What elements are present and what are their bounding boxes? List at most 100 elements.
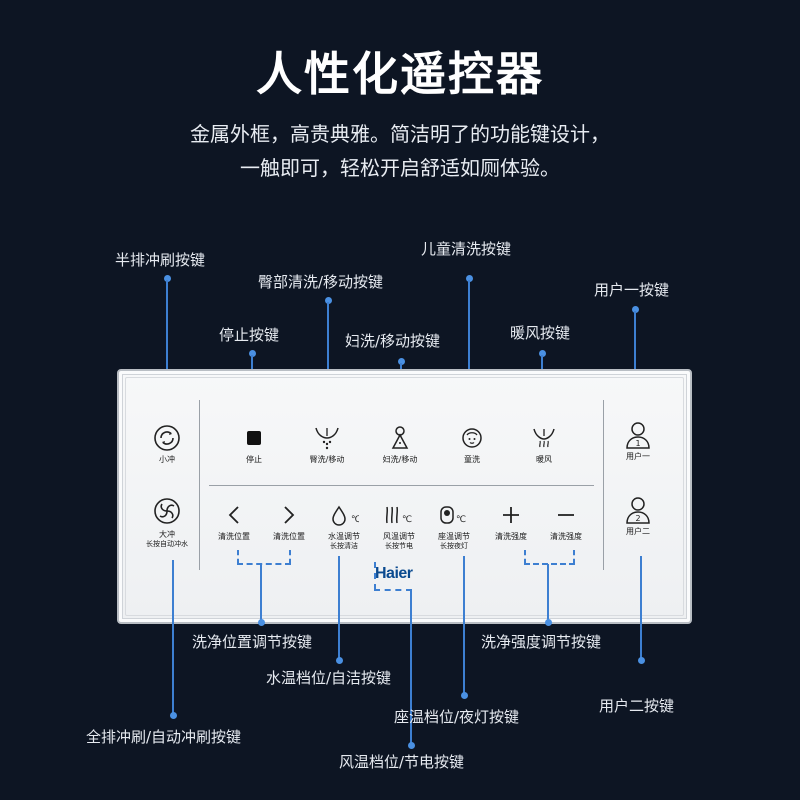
callout-line: [640, 556, 642, 660]
callout-women-wash: 妇洗/移动按键: [345, 332, 441, 350]
strength-up-label: 清洗强度: [495, 532, 527, 541]
callout-line: [166, 280, 168, 398]
chevron-right-icon: [284, 506, 295, 524]
seat-temp-label: 座温调节: [438, 532, 470, 541]
rear-wash-button[interactable]: 臀洗/移动: [297, 425, 357, 465]
seat-temp-sublabel: 长按夜灯: [440, 542, 468, 550]
page-title: 人性化遥控器: [256, 47, 544, 101]
callout-line: [547, 564, 549, 622]
strength-up-button[interactable]: 清洗强度: [481, 502, 541, 542]
big-flush-icon: [154, 498, 180, 524]
user-2-label: 用户二: [626, 527, 650, 536]
warm-air-button[interactable]: 暖风: [514, 425, 574, 465]
women-wash-label: 妇洗/移动: [382, 455, 418, 464]
air-temp-bracket-bottom: [374, 589, 412, 591]
callout-wash-strength: 洗净强度调节按键: [481, 633, 602, 651]
callout-line: [338, 556, 340, 660]
strength-down-button[interactable]: 清洗强度: [536, 502, 596, 542]
callout-seat-temp: 座温档位/夜灯按键: [394, 708, 520, 726]
seat-temp-icon: ℃: [440, 506, 466, 525]
callout-dot: [466, 275, 473, 282]
position-right-button[interactable]: 清洗位置: [259, 502, 319, 542]
callout-dot: [632, 306, 639, 313]
panel-divider-left: [199, 400, 200, 570]
air-temp-bracket: [374, 562, 376, 590]
warm-air-label: 暖风: [536, 455, 552, 464]
remote-panel-inner: [125, 377, 684, 616]
stop-label: 停止: [246, 455, 262, 464]
strength-bracket-right: [573, 550, 575, 564]
callout-line: [468, 280, 470, 408]
callout-air-temp: 风温档位/节电按键: [339, 753, 465, 771]
callout-line: [172, 560, 174, 714]
callout-line: [327, 302, 329, 406]
callout-dot: [164, 275, 171, 282]
child-wash-icon: [462, 428, 482, 448]
strength-bracket-left: [524, 550, 526, 564]
callout-full-flush: 全排冲刷/自动冲刷按键: [86, 728, 242, 746]
callout-dot: [398, 358, 405, 365]
callout-line: [634, 311, 636, 405]
callout-dot: [336, 657, 343, 664]
user-1-button[interactable]: 1 用户一: [608, 422, 668, 462]
water-temp-sublabel: 长按清洁: [330, 542, 358, 550]
position-left-button[interactable]: 清洗位置: [204, 502, 264, 542]
water-temp-button[interactable]: ℃ 水温调节 长按清洁: [314, 502, 374, 551]
callout-rear-wash: 臀部清洗/移动按键: [258, 273, 384, 291]
svg-text:℃: ℃: [351, 515, 359, 525]
svg-text:1: 1: [635, 439, 640, 448]
callout-half-flush: 半排冲刷按键: [115, 251, 206, 269]
panel-divider-middle: [209, 485, 594, 486]
stop-button[interactable]: 停止: [224, 425, 284, 465]
rear-wash-icon: [315, 427, 339, 450]
callout-dot: [545, 619, 552, 626]
child-wash-label: 童洗: [464, 455, 480, 464]
callout-water-temp: 水温档位/自洁按键: [266, 669, 392, 687]
callout-wash-position: 洗净位置调节按键: [192, 633, 313, 651]
svg-text:℃: ℃: [456, 515, 466, 525]
callout-line: [463, 556, 465, 694]
big-flush-label: 大冲: [159, 530, 175, 539]
rear-wash-label: 臀洗/移动: [309, 455, 345, 464]
callout-warm-air: 暖风按键: [510, 324, 571, 342]
position-right-label: 清洗位置: [273, 532, 305, 541]
air-temp-icon: ℃: [385, 506, 412, 525]
user-2-icon: 2: [626, 497, 650, 524]
strength-bracket-bottom: [524, 563, 575, 565]
subtitle-line-1: 金属外框，高贵典雅。简洁明了的功能键设计，: [190, 122, 610, 146]
callout-dot: [461, 692, 468, 699]
position-left-label: 清洗位置: [218, 532, 250, 541]
strength-down-label: 清洗强度: [550, 532, 582, 541]
callout-dot: [638, 657, 645, 664]
big-flush-sublabel: 长按自动冲水: [146, 540, 188, 548]
small-flush-icon: [154, 425, 180, 451]
minus-icon: [558, 514, 574, 516]
seat-temp-button[interactable]: ℃ 座温调节 长按夜灯: [424, 502, 484, 551]
callout-dot: [325, 297, 332, 304]
air-temp-sublabel: 长按节电: [385, 542, 413, 550]
small-flush-label: 小冲: [159, 455, 175, 464]
callout-user-2: 用户二按键: [599, 697, 675, 715]
user-1-label: 用户一: [626, 452, 650, 461]
small-flush-button[interactable]: 小冲: [137, 425, 197, 465]
women-wash-button[interactable]: 妇洗/移动: [370, 425, 430, 465]
warm-air-icon: [533, 428, 555, 448]
callout-dot: [408, 742, 415, 749]
subtitle-line-2: 一触即可，轻松开启舒适如厕体验。: [240, 156, 560, 180]
big-flush-button[interactable]: 大冲 长按自动冲水: [137, 498, 197, 549]
plus-icon: [503, 507, 519, 523]
air-temp-button[interactable]: ℃ 风温调节 长按节电: [369, 502, 429, 551]
user-2-button[interactable]: 2 用户二: [608, 497, 668, 537]
callout-dot: [249, 350, 256, 357]
callout-dot: [539, 350, 546, 357]
brand-logo: Haier: [375, 565, 413, 582]
panel-divider-right: [603, 400, 604, 570]
svg-text:2: 2: [635, 514, 640, 523]
svg-text:℃: ℃: [402, 515, 412, 525]
remote-panel: [117, 369, 692, 624]
child-wash-button[interactable]: 童洗: [442, 425, 502, 465]
callout-dot: [258, 619, 265, 626]
callout-stop: 停止按键: [219, 326, 280, 344]
callout-line: [260, 564, 262, 622]
water-temp-label: 水温调节: [328, 532, 360, 541]
